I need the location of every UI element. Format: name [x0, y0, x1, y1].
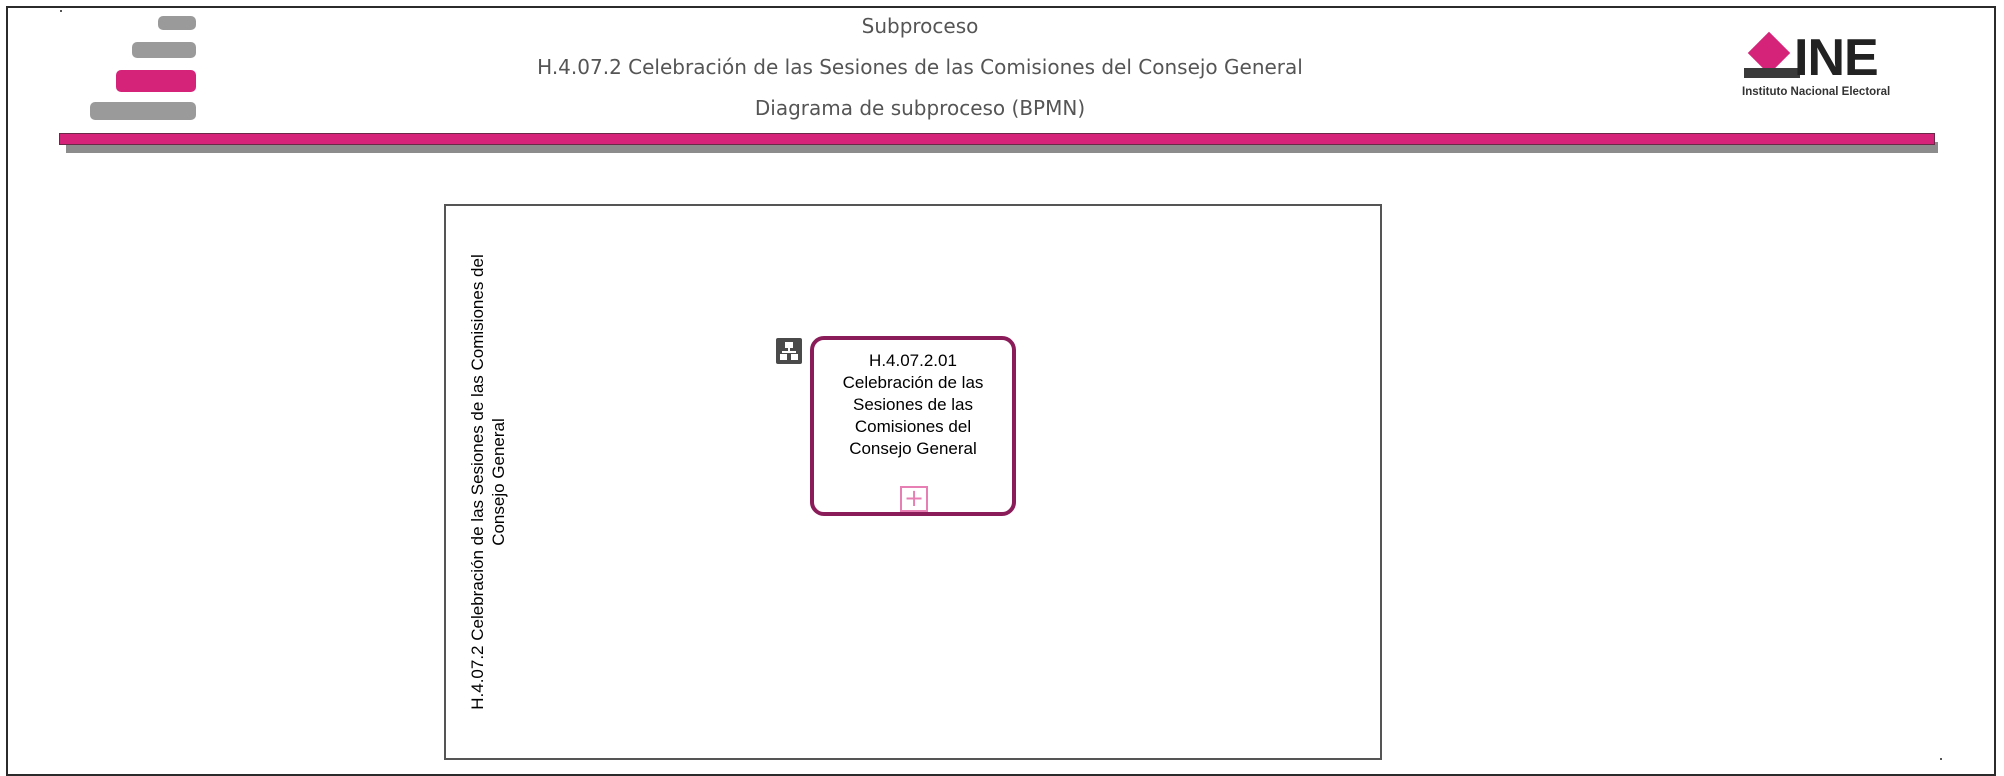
pool-label-text: H.4.07.2 Celebración de las Sesiones de … — [468, 254, 508, 710]
ine-logo: INE Instituto Nacional Electoral — [1742, 29, 1916, 104]
subprocess-task[interactable]: H.4.07.2.01 Celebración de las Sesiones … — [810, 336, 1016, 516]
logo-bar-accent — [116, 70, 196, 92]
logo-bar — [158, 16, 196, 30]
corner-dot — [1940, 758, 1942, 760]
logo-bar — [132, 42, 196, 58]
logo-underbar — [1744, 68, 1800, 78]
logo-bar — [90, 102, 196, 120]
header-rule-shadow — [66, 142, 1938, 153]
pool-label: H.4.07.2 Celebración de las Sesiones de … — [456, 230, 520, 734]
task-name: Celebración de las Sesiones de las Comis… — [842, 373, 984, 458]
header-subtitle: Subproceso — [861, 14, 979, 38]
task-label: H.4.07.2.01 Celebración de las Sesiones … — [814, 350, 1012, 460]
header-rule — [59, 133, 1935, 145]
plus-box-icon[interactable]: + — [900, 486, 928, 512]
task-code: H.4.07.2.01 — [869, 351, 957, 370]
header-process-title: H.4.07.2 Celebración de las Sesiones de … — [537, 55, 1303, 79]
stacked-bars-logo — [88, 14, 200, 124]
bpmn-pool[interactable] — [444, 204, 1382, 760]
corner-dot — [60, 10, 62, 12]
ine-logo-word: INE — [1794, 29, 1879, 87]
ine-logo-subtitle: Instituto Nacional Electoral — [1742, 86, 1891, 98]
hierarchy-icon[interactable] — [776, 338, 802, 364]
header-diagram-type: Diagrama de subproceso (BPMN) — [754, 96, 1086, 120]
